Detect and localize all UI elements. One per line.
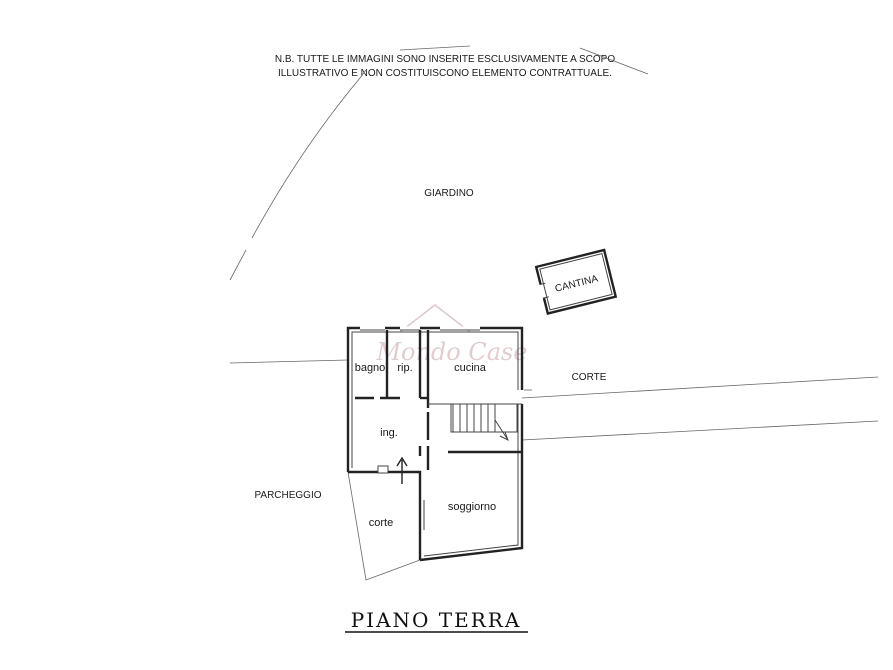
boundary-line-north <box>399 45 649 75</box>
disclaimer-line-1: N.B. TUTTE LE IMMAGINI SONO INSERITE ESC… <box>275 54 615 65</box>
boundary-line-east <box>521 376 879 441</box>
storage-label: rip. <box>397 362 412 374</box>
courtyard-west-boundary <box>347 471 421 581</box>
watermark-text: Mondo Case <box>375 338 527 366</box>
kitchen-label: cucina <box>454 362 487 374</box>
courtyard-west-label: corte <box>369 517 393 529</box>
house-walls <box>346 326 524 562</box>
disclaimer-line-2: ILLUSTRATIVO E NON COSTITUISCONO ELEMENT… <box>278 68 612 79</box>
boundary-curve-west <box>229 69 367 281</box>
bathroom-label: bagno <box>355 362 386 374</box>
entrance-arrow-icon <box>396 456 408 484</box>
plan-title: PIANO TERRA <box>351 608 522 632</box>
watermark-logo: Mondo Case <box>375 304 528 366</box>
entrance-label: ing. <box>380 427 398 439</box>
boundary-line-west <box>229 359 349 364</box>
cellar-label: CANTINA <box>554 273 600 294</box>
cellar-building: CANTINA <box>534 248 618 315</box>
living-room-label: soggiorno <box>448 501 496 513</box>
garden-label: GIARDINO <box>424 188 474 199</box>
courtyard-east-label: CORTE <box>572 372 607 383</box>
parking-label: PARCHEGGIO <box>254 490 321 501</box>
